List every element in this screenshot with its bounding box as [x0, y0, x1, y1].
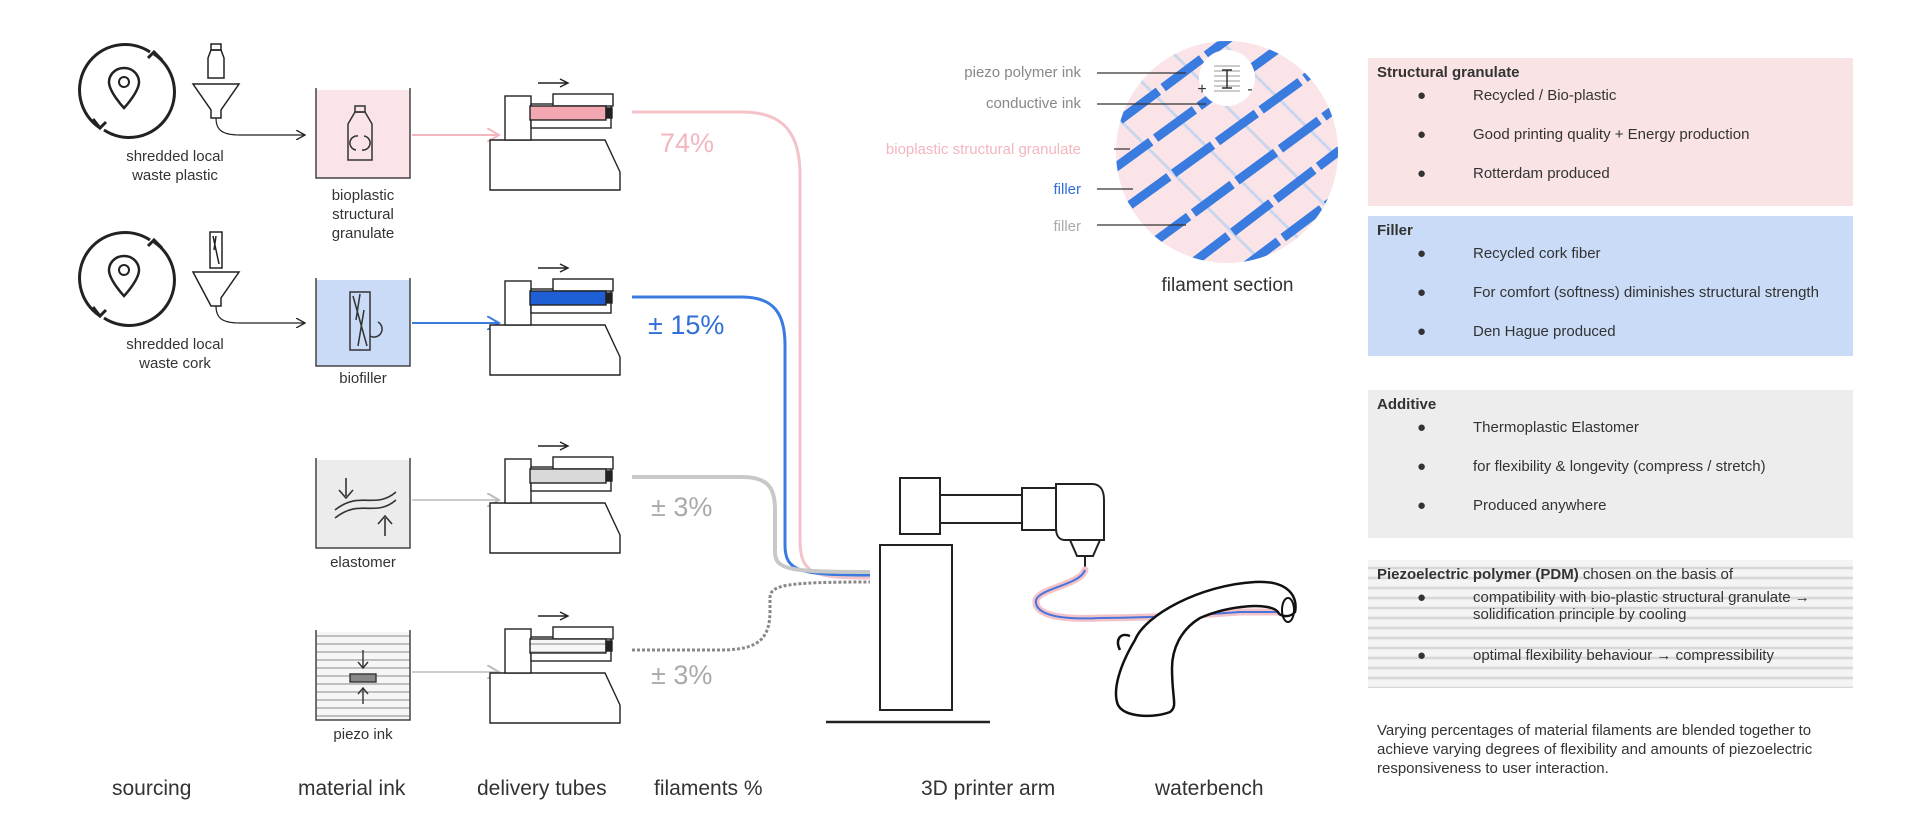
location-cycle-icon — [78, 43, 176, 139]
funnel-icon — [191, 271, 241, 307]
panel-title-rest: chosen on the basis of — [1578, 566, 1734, 583]
panel-item-text: Den Hague produced — [1473, 323, 1616, 340]
panel-item-text: Recycled / Bio-plastic — [1473, 87, 1617, 104]
section-plus: + — [1197, 81, 1207, 98]
bullet: ● — [1417, 323, 1427, 340]
panel-item-text: For comfort (softness) diminishes struct… — [1473, 284, 1819, 301]
robot-arm-icon — [826, 477, 1105, 724]
source-label-cork: shredded local waste cork — [126, 336, 224, 372]
panel-item-text: Good printing quality + Energy productio… — [1473, 126, 1750, 143]
filament-line-piezo — [632, 580, 871, 652]
bullet: ● — [1417, 497, 1427, 514]
panel-item: ● Rotterdam produced — [1377, 165, 1844, 204]
stage-label-sourcing: sourcing — [112, 777, 192, 800]
panel-item-text: for flexibility & longevity (compress / … — [1473, 458, 1766, 475]
section-label-conductive-ink: conductive ink — [985, 95, 1081, 112]
panel-item: ● optimal flexibility behaviour → compres… — [1377, 647, 1844, 686]
ink-container-bioplastic — [315, 88, 411, 179]
footnote: Varying percentages of material filament… — [1377, 722, 1813, 777]
compress-icon — [334, 478, 397, 536]
ink-container-elastomer — [315, 458, 411, 549]
ink-container-piezo — [315, 630, 411, 721]
panel-item: ● compatibility with bio-plastic structur… — [1377, 589, 1844, 647]
funnel-icon — [191, 83, 241, 119]
source-label-plastic: shredded local waste plastic — [126, 148, 224, 184]
stage-label-filaments: filaments % — [654, 777, 763, 800]
stage-label-delivery-tubes: delivery tubes — [477, 777, 607, 800]
bullet: ● — [1417, 647, 1427, 664]
panel-title: Filler — [1377, 222, 1413, 239]
filament-line-pink — [632, 110, 871, 580]
bullet: ● — [1417, 87, 1427, 104]
panel-item: ● Thermoplastic Elastomer — [1377, 419, 1844, 458]
extruder-icon — [489, 263, 621, 376]
panel-additive: Additive ● Thermoplastic Elastomer ● for f… — [1368, 390, 1853, 538]
panel-item-text: Thermoplastic Elastomer — [1473, 419, 1639, 436]
section-label-filler-blue: filler — [1053, 181, 1081, 198]
panel-item-text: Produced anywhere — [1473, 497, 1607, 514]
section-label-piezo-ink: piezo polymer ink — [964, 64, 1081, 81]
panel-item: ● Produced anywhere — [1377, 497, 1844, 536]
panel-title: Structural granulate — [1377, 64, 1520, 81]
bullet: ● — [1417, 245, 1427, 262]
bottle-icon — [207, 43, 225, 79]
panel-item-text: Recycled cork fiber — [1473, 245, 1601, 262]
ink-label-elastomer: elastomer — [330, 554, 396, 571]
extruder-icon — [489, 78, 621, 191]
section-minus: - — [1247, 81, 1253, 98]
filament-pct-additive: ± 3% — [651, 492, 713, 522]
filament-line-gray — [632, 475, 871, 574]
section-label-bioplastic: bioplastic structural granulate — [885, 141, 1081, 158]
waterbench-icon — [1114, 580, 1297, 718]
filament-pct-piezo: ± 3% — [651, 660, 713, 690]
filament-pct-structural: 74% — [660, 128, 715, 158]
section-label-filler-gray: filler — [1053, 218, 1081, 235]
panel-item: ● For comfort (softness) diminishes struc… — [1377, 284, 1844, 323]
extruder-icon — [489, 441, 621, 554]
bullet: ● — [1417, 126, 1427, 143]
panel-item: ● Den Hague produced — [1377, 323, 1844, 362]
panel-title-bold: Piezoelectric polymer (PDM) — [1377, 566, 1579, 583]
section-title: filament section — [1161, 275, 1294, 296]
location-cycle-icon — [78, 231, 176, 327]
panel-item: ● Recycled / Bio-plastic — [1377, 87, 1844, 126]
panel-item-text: optimal flexibility behaviour → compress… — [1473, 647, 1774, 664]
extruder-icon — [489, 611, 621, 724]
bullet: ● — [1417, 284, 1427, 301]
stage-label-material-ink: material ink — [298, 777, 406, 800]
press-icon — [349, 650, 377, 704]
ink-container-biofiller — [315, 278, 411, 367]
cork-icon — [209, 231, 223, 269]
bullet: ● — [1417, 589, 1427, 606]
bullet: ● — [1417, 165, 1427, 182]
filament-line-blue — [632, 295, 871, 577]
ink-label-bioplastic: bioplastic structural granulate — [331, 187, 395, 242]
panel-item-text: compatibility with bio-plastic structura… — [1473, 589, 1810, 623]
panel-title: Additive — [1377, 396, 1437, 413]
filament-section-graphic — [1097, 41, 1338, 263]
panel-item: ● Recycled cork fiber — [1377, 245, 1844, 284]
stage-label-printer-arm: 3D printer arm — [921, 777, 1056, 800]
panel-title: Piezoelectric polymer (PDM) chosen on th… — [1377, 566, 1844, 583]
panel-piezoelectric: Piezoelectric polymer (PDM) chosen on th… — [1368, 560, 1853, 688]
stage-label-waterbench: waterbench — [1155, 777, 1264, 800]
panel-item: ● for flexibility & longevity (compress /… — [1377, 458, 1844, 497]
panel-item: ● Good printing quality + Energy producti… — [1377, 126, 1844, 165]
ink-label-piezo: piezo ink — [333, 726, 393, 743]
panel-filler: Filler ● Recycled cork fiber ● For comfort… — [1368, 216, 1853, 356]
filament-pct-filler: ± 15% — [648, 310, 725, 340]
panel-item-text: Rotterdam produced — [1473, 165, 1610, 182]
bottle-recycle-icon — [347, 105, 373, 161]
cork-fiber-icon — [349, 291, 383, 351]
panel-structural-granulate: Structural granulate ● Recycled / Bio-pla… — [1368, 58, 1853, 206]
ink-label-biofiller: biofiller — [339, 370, 387, 387]
bullet: ● — [1417, 458, 1427, 475]
bullet: ● — [1417, 419, 1427, 436]
